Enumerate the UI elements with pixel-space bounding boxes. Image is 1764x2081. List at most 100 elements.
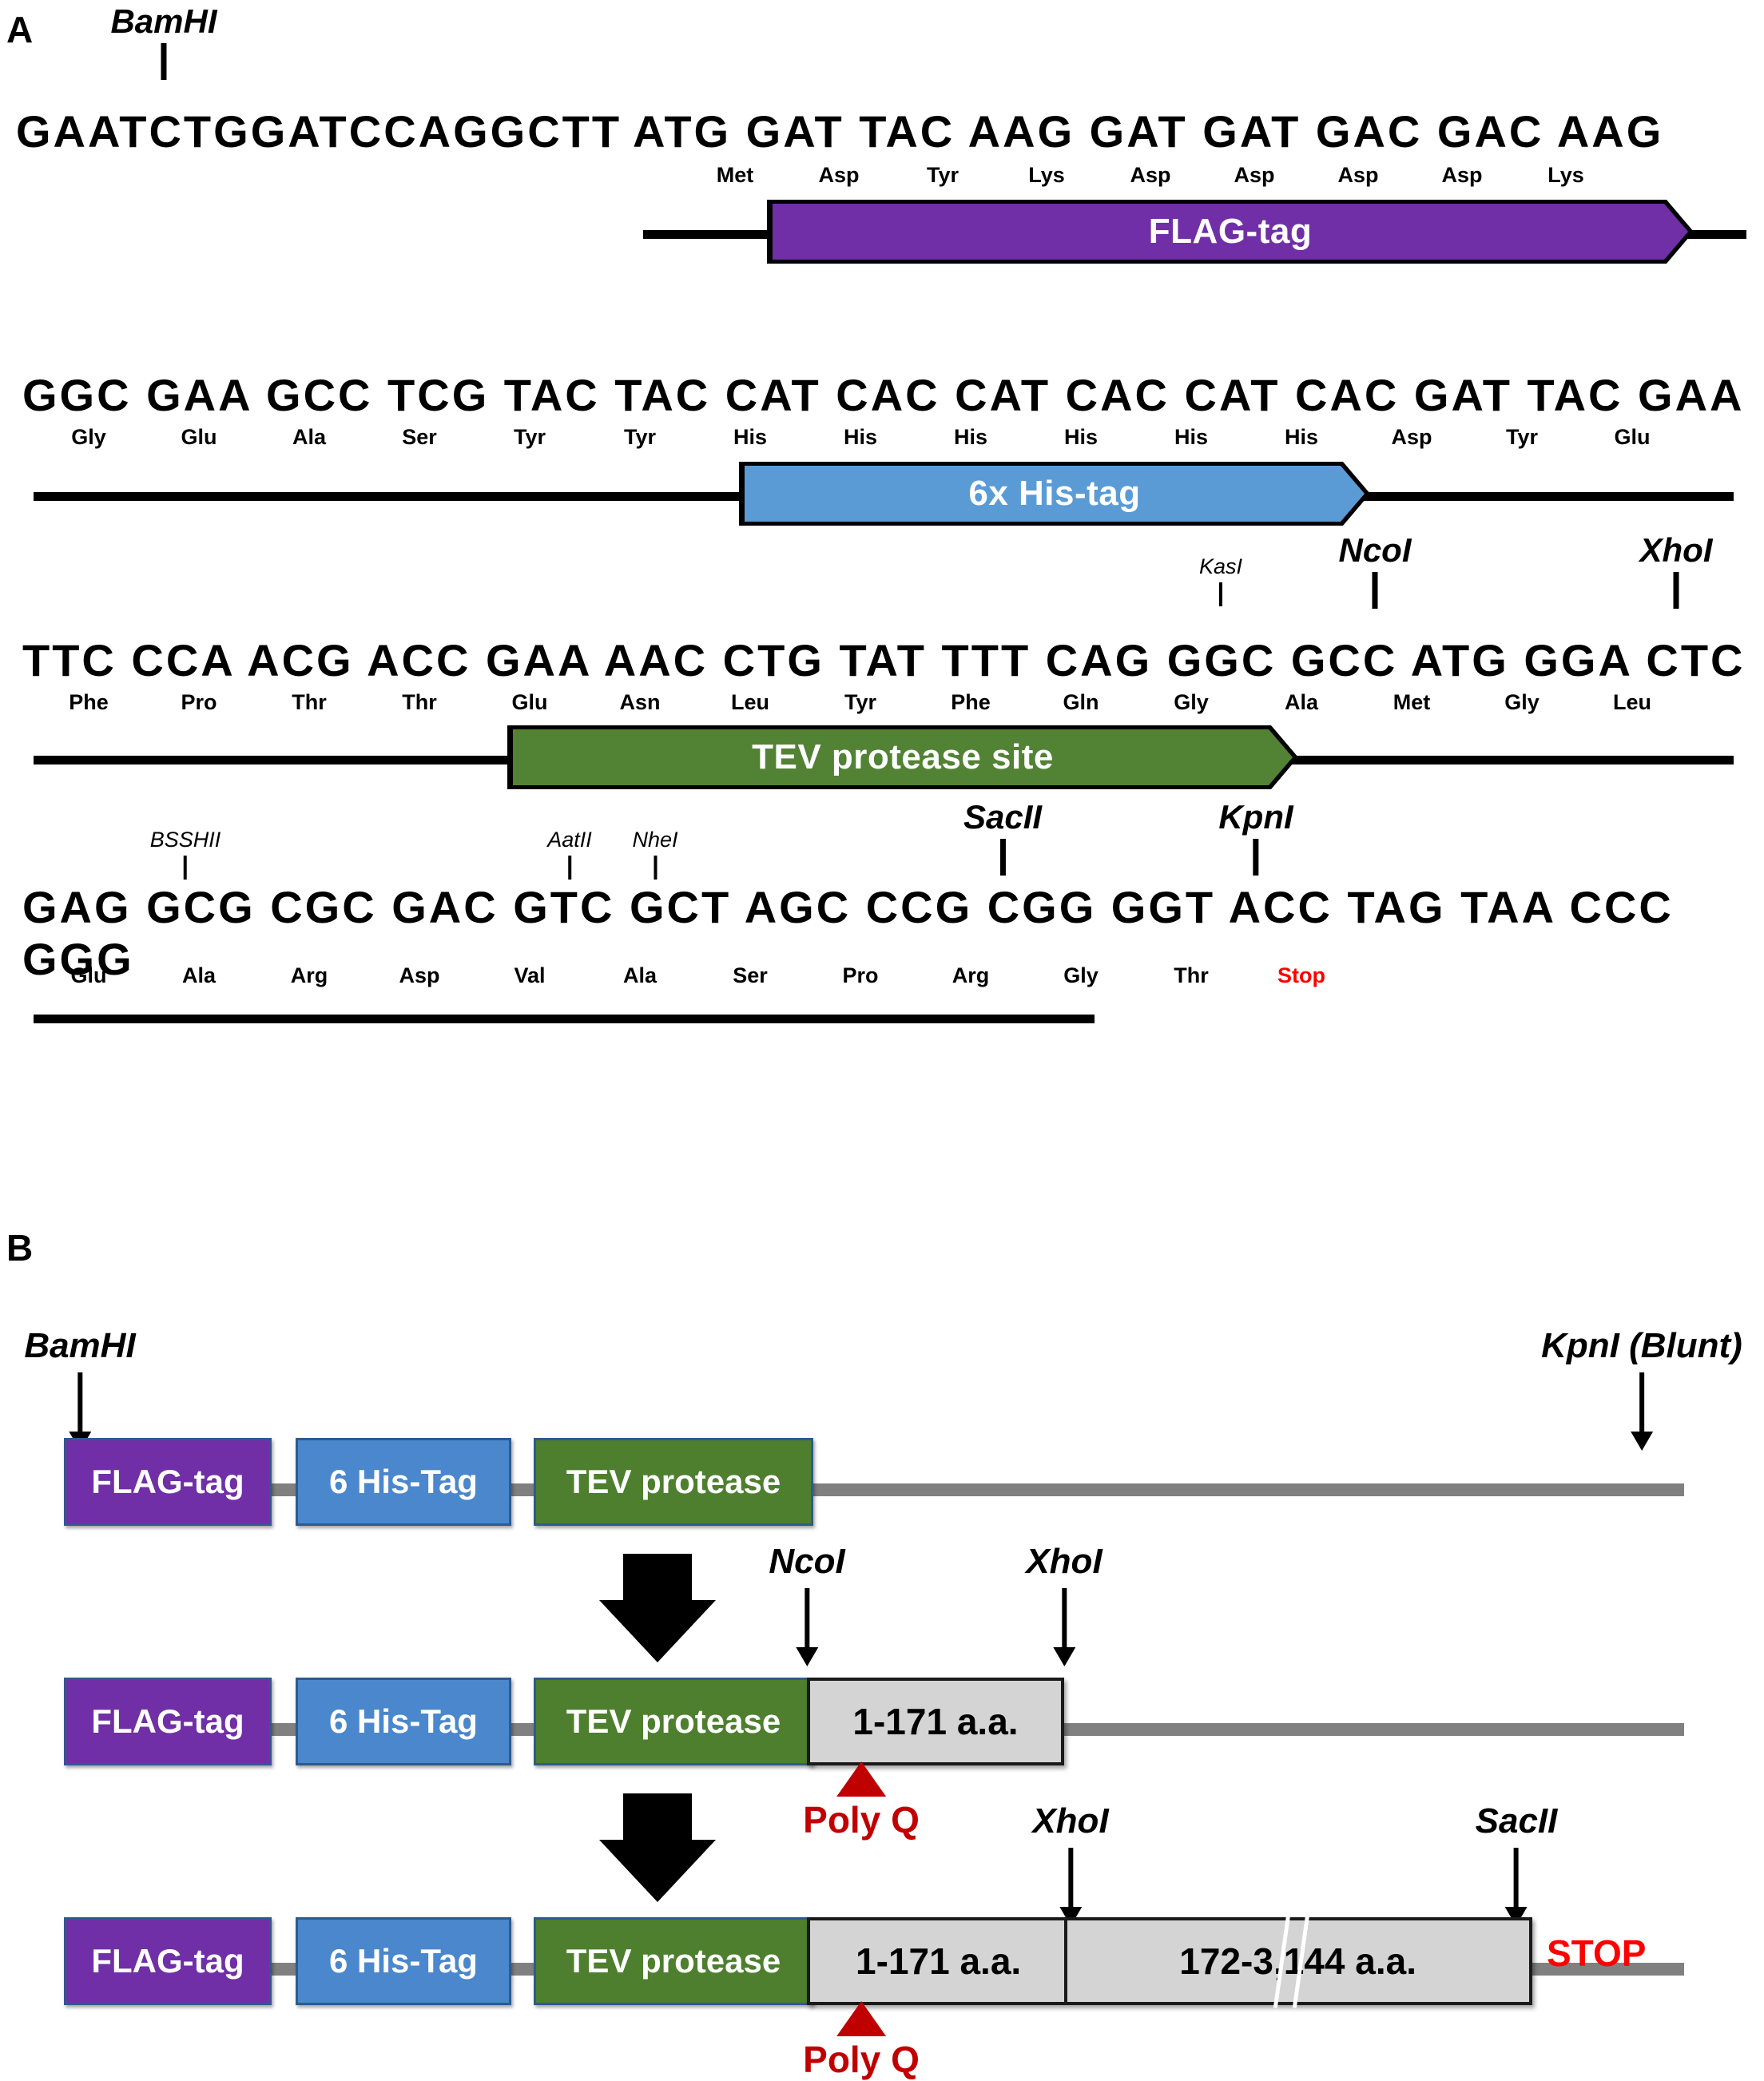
construct1-site-bamhi[interactable]: BamHI (24, 1326, 136, 1451)
aa-label: Arg (952, 963, 990, 987)
construct2-flag-tag[interactable]: FLAG-tag (64, 1678, 272, 1765)
aa-label: Met (716, 162, 754, 187)
row3-nucleotides: TTC CCA ACG ACC GAA AAC CTG TAT TTT CAG … (0, 631, 1764, 689)
arrow-down-icon (1500, 1848, 1532, 1926)
construct-3: FLAG-tag 6 His-Tag TEV protease 1-171 a.… (0, 1914, 1764, 2021)
aa-label: Pro (181, 689, 217, 714)
aa-label: Ser (733, 963, 768, 987)
aa-label: Gly (1504, 689, 1540, 714)
tev-label: TEV protease (566, 1702, 781, 1740)
row3-aminoacids: Phe Pro Thr Thr Glu Asn Leu Tyr Phe Gln … (0, 687, 1764, 717)
aa-label: Leu (1612, 689, 1651, 714)
nt-codons-row4: GAG GCG CGC GAC GTC GCT AGC CCG CGG GGT … (22, 882, 1674, 984)
construct2-polyq-marker: Poly Q (803, 1761, 920, 1841)
row3-site-group: KasI NcoI XhoI (0, 534, 1764, 620)
construct2-his-tag[interactable]: 6 His-Tag (296, 1678, 511, 1765)
aa-label: Thr (292, 689, 327, 714)
aa-stop-label: Stop (1277, 963, 1325, 987)
aa-label: Pro (842, 963, 879, 987)
aa-label: Ala (292, 424, 327, 449)
aa-label: Tyr (844, 689, 876, 714)
polyq-label: Poly Q (803, 2039, 920, 2080)
backbone-line (1358, 492, 1734, 501)
aa-label: Tyr (513, 424, 546, 449)
construct3-his-tag[interactable]: 6 His-Tag (296, 1917, 511, 2005)
construct1-flag-tag[interactable]: FLAG-tag (64, 1438, 272, 1526)
restriction-site-bamhi: BamHI (110, 5, 217, 80)
construct2-insert-1-171[interactable]: 1-171 a.a. (807, 1678, 1064, 1765)
construct3-polyq-marker: Poly Q (803, 2001, 920, 2081)
insert-label: 1-171 a.a. (852, 1701, 1019, 1742)
restriction-site-ncoi: NcoI (1338, 534, 1412, 609)
construct1-site-kpni[interactable]: KpnI (Blunt) (1541, 1326, 1742, 1451)
row4-nucleotides: GAG GCG CGC GAC GTC GCT AGC CCG CGG GGT … (0, 882, 1764, 984)
aa-label: Lys (1028, 162, 1065, 187)
aa-label: Asn (619, 689, 661, 714)
construct2-site-xhoi[interactable]: XhoI (1026, 1542, 1102, 1666)
flag-tag-label: FLAG-tag (91, 1702, 244, 1740)
site-label: BSSHII (149, 828, 221, 852)
flag-tag-label: FLAG-tag (1148, 212, 1313, 251)
aa-label: Ala (622, 963, 658, 987)
backbone-line (34, 756, 513, 764)
aa-label: His (733, 424, 768, 449)
construct1-tev-protease[interactable]: TEV protease (534, 1438, 813, 1526)
nt-codons-row1: ATG GAT TAC AAG GAT GAT GAC GAC AAG (633, 105, 1664, 157)
process-arrow-2-icon (599, 1793, 716, 1902)
aa-label: Glu (70, 963, 107, 987)
construct3-insert-group[interactable]: 1-171 a.a. 172-3,144 a.a. (807, 1917, 1532, 2005)
tev-label: TEV protease (566, 1942, 781, 1980)
tev-tag-box: TEV protease site (513, 729, 1293, 785)
aa-label: Phe (951, 689, 991, 714)
site-label: SacII (963, 798, 1043, 836)
construct-2: FLAG-tag 6 His-Tag TEV protease 1-171 a.… (0, 1678, 1764, 1781)
site-label: BamHI (24, 1326, 136, 1365)
site-tick-icon (1673, 572, 1679, 609)
site-label: XhoI (1026, 1542, 1102, 1581)
site-tick-icon (568, 856, 571, 880)
site-label: NheI (632, 828, 678, 852)
aa-label: Asp (399, 963, 440, 987)
aa-label: Ala (1284, 689, 1319, 714)
construct3-site-xhoi[interactable]: XhoI (1032, 1801, 1109, 1926)
aa-label: Ala (181, 963, 217, 987)
flag-tag-label: FLAG-tag (91, 1942, 244, 1980)
row1-aminoacids: Met Asp Tyr Lys Asp Asp Asp Asp Lys (0, 160, 1764, 190)
aa-label: Thr (402, 689, 437, 714)
insert-divider (1064, 1917, 1067, 2005)
restriction-site-xhoi: XhoI (1640, 534, 1713, 609)
panel-b-letter: B (6, 1227, 34, 1269)
aa-label: Glu (1614, 424, 1651, 449)
aa-label: Gly (1174, 689, 1209, 714)
construct3-flag-tag[interactable]: FLAG-tag (64, 1917, 272, 2005)
row3-tagbar: TEV protease site (0, 725, 1764, 794)
row4-site-group: BSSHII AatII NheI SacII KpnI (0, 800, 1764, 893)
row2-aminoacids: Gly Glu Ala Ser Tyr Tyr His His His His … (0, 422, 1764, 452)
construct1-his-tag[interactable]: 6 His-Tag (296, 1438, 511, 1526)
aa-label: Thr (1174, 963, 1209, 987)
construct-1: FLAG-tag 6 His-Tag TEV protease (0, 1438, 1764, 1542)
site-label: BamHI (110, 2, 217, 40)
aa-label: Lys (1547, 162, 1584, 187)
site-label: KasI (1198, 554, 1243, 578)
construct2-site-ncoi[interactable]: NcoI (769, 1542, 845, 1666)
row1-nucleotides: GAATCTGGATCCAGGCTT ATG GAT TAC AAG GAT G… (0, 102, 1764, 160)
aa-label: Asp (1337, 162, 1379, 187)
construct3-site-sacii[interactable]: SacII (1476, 1801, 1557, 1926)
site-label: KpnI (Blunt) (1541, 1326, 1742, 1365)
backbone-line (643, 230, 803, 239)
his-tag-box: 6x His-tag (745, 466, 1365, 522)
nt-prefix: GAATCTGGATCCAGGCTT (16, 105, 622, 157)
site-tick-icon (653, 856, 657, 880)
restriction-site-kasi: KasI (1199, 556, 1242, 606)
row4-aminoacids: Glu Ala Arg Asp Val Ala Ser Pro Arg Gly … (0, 960, 1764, 991)
his-tag-label: 6 His-Tag (329, 1942, 478, 1980)
construct3-tev-protease[interactable]: TEV protease (534, 1917, 813, 2005)
backbone-line (1670, 230, 1746, 239)
site-label: XhoI (1639, 531, 1713, 569)
construct2-tev-protease[interactable]: TEV protease (534, 1678, 813, 1765)
site-tick-icon (161, 43, 167, 80)
aa-label: His (953, 424, 988, 449)
arrow-down-icon (791, 1588, 823, 1666)
flag-tag-label: FLAG-tag (91, 1463, 244, 1500)
